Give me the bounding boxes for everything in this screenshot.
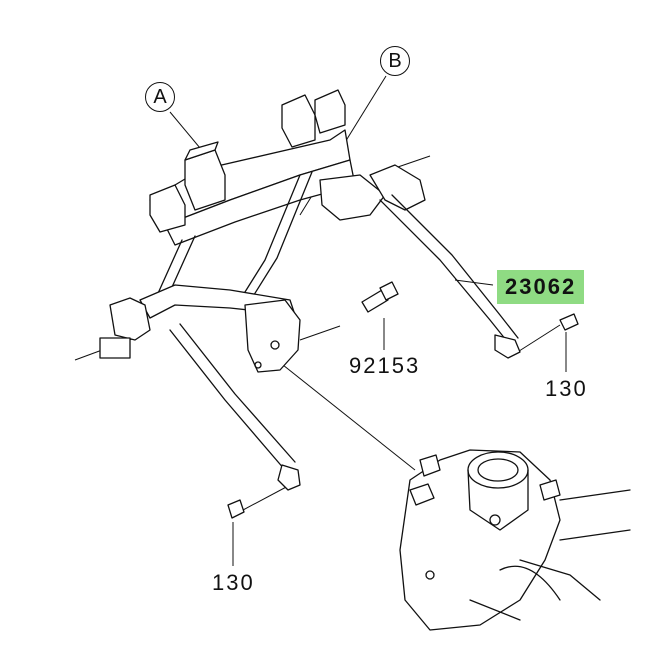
callout-b: B [380,46,410,76]
callout-a: A [145,82,175,112]
callout-a-letter: A [153,85,167,108]
bracket-frame [99,89,521,491]
steering-head-frame [399,449,631,631]
callout-b-letter: B [388,49,402,72]
bolt-130-bottom [227,499,245,519]
bolt-92153 [361,281,399,313]
part-number-130-bottom[interactable]: 130 [212,570,255,595]
part-number-23062[interactable]: 23062 [497,270,585,304]
part-number-92153[interactable]: 92153 [349,353,421,378]
bolt-130-right [559,313,579,331]
part-number-130-right[interactable]: 130 [545,376,588,401]
